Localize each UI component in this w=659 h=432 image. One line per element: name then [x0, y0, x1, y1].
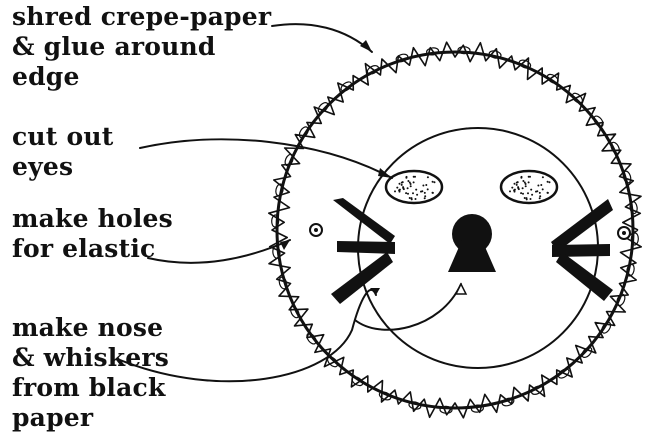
arrowheads	[280, 40, 466, 295]
label-eyes: cut out eyes	[12, 122, 113, 182]
left-whiskers	[331, 198, 395, 304]
right-elastic-hole	[618, 227, 630, 239]
nose	[448, 214, 496, 272]
left-elastic-hole	[310, 224, 322, 236]
leader-crepe-paper	[272, 24, 372, 52]
left-eye	[386, 171, 442, 203]
right-whiskers	[551, 199, 613, 301]
label-nose-whiskers: make nose & whiskers from black paper	[12, 313, 169, 432]
leader-eyes	[140, 139, 392, 178]
label-crepe-paper: shred crepe-paper & glue around edge	[12, 2, 271, 92]
right-eye	[501, 171, 557, 203]
label-elastic-holes: make holes for elastic	[12, 204, 173, 264]
